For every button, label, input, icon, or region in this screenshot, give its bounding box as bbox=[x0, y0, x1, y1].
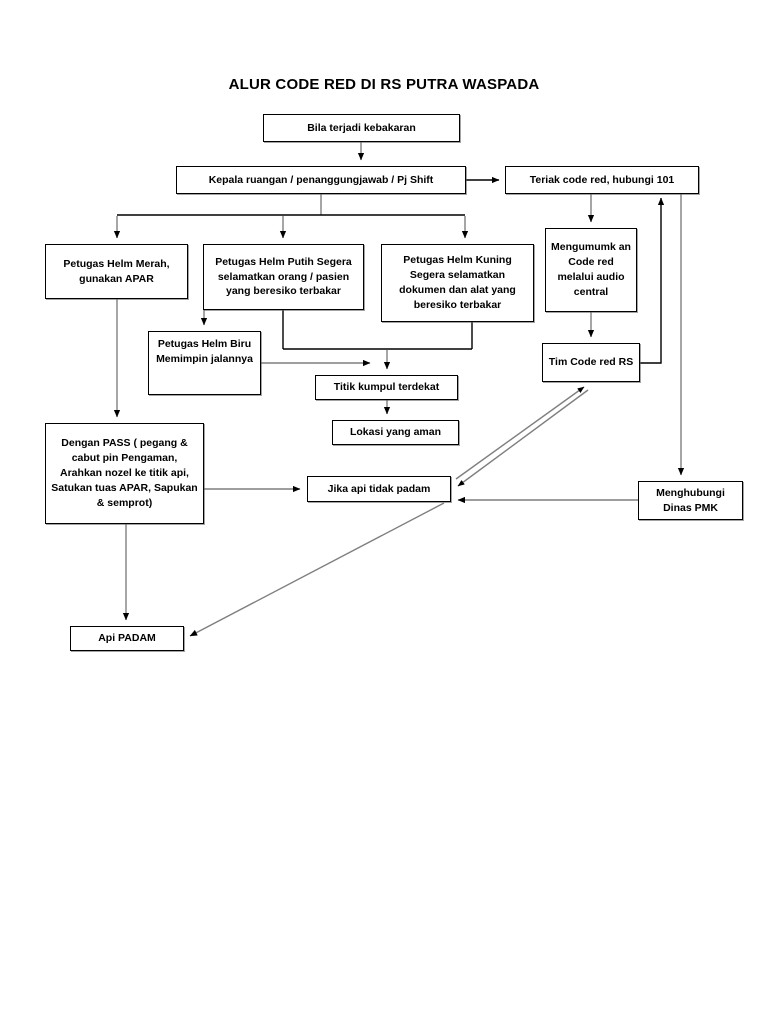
edge-tim-teriak-up bbox=[640, 197, 665, 364]
node-kepala-ruangan[interactable]: Kepala ruangan / penanggungjawab / Pj Sh… bbox=[176, 166, 466, 194]
node-start[interactable]: Bila terjadi kebakaran bbox=[263, 114, 460, 142]
node-dengan-pass[interactable]: Dengan PASS ( pegang & cabut pin Pengama… bbox=[45, 423, 204, 524]
node-helm-merah-label: Petugas Helm Merah, gunakan APAR bbox=[63, 257, 170, 285]
node-helm-merah[interactable]: Petugas Helm Merah, gunakan APAR bbox=[45, 244, 188, 299]
node-start-label: Bila terjadi kebakaran bbox=[307, 121, 416, 134]
node-teriak-code-red-label: Teriak code red, hubungi 101 bbox=[529, 173, 675, 186]
node-jika-api-tidak-padam-label: Jika api tidak padam bbox=[327, 482, 431, 495]
node-lokasi-aman-label: Lokasi yang aman bbox=[349, 426, 442, 439]
node-kepala-ruangan-label: Kepala ruangan / penanggungjawab / Pj Sh… bbox=[208, 173, 434, 186]
node-jika-api-tidak-padam[interactable]: Jika api tidak padam bbox=[307, 476, 451, 502]
node-api-padam[interactable]: Api PADAM bbox=[70, 626, 184, 651]
edge-jika-api-api-padam bbox=[189, 502, 445, 637]
node-helm-putih[interactable]: Petugas Helm Putih Segera selamatkan ora… bbox=[203, 244, 364, 310]
node-lokasi-aman[interactable]: Lokasi yang aman bbox=[332, 420, 459, 445]
page-title: ALUR CODE RED DI RS PUTRA WASPADA bbox=[228, 76, 540, 93]
node-teriak-code-red[interactable]: Teriak code red, hubungi 101 bbox=[505, 166, 699, 194]
edge-tim-jika-api bbox=[457, 389, 589, 487]
node-tim-code-red[interactable]: Tim Code red RS bbox=[542, 343, 640, 382]
edge-jika-api-tim bbox=[455, 386, 585, 480]
node-titik-kumpul[interactable]: Titik kumpul terdekat bbox=[315, 375, 458, 400]
node-api-padam-label: Api PADAM bbox=[98, 632, 156, 645]
node-helm-kuning[interactable]: Petugas Helm Kuning Segera selamatkan do… bbox=[381, 244, 534, 322]
node-helm-biru-label: Petugas Helm Biru Memimpin jalannya bbox=[156, 338, 253, 365]
node-helm-kuning-label: Petugas Helm Kuning Segera selamatkan do… bbox=[399, 254, 516, 311]
node-menghubungi-dinas-pmk-label: Menghubungi Dinas PMK bbox=[656, 486, 725, 514]
node-dengan-pass-label: Dengan PASS ( pegang & cabut pin Pengama… bbox=[51, 437, 198, 509]
node-helm-biru[interactable]: Petugas Helm Biru Memimpin jalannya bbox=[148, 331, 261, 395]
node-mengumumkan-code-red[interactable]: Mengumumk an Code red melalui audio cent… bbox=[545, 228, 637, 312]
node-mengumumkan-code-red-label: Mengumumk an Code red melalui audio cent… bbox=[551, 241, 631, 298]
node-tim-code-red-label: Tim Code red RS bbox=[548, 356, 634, 369]
node-titik-kumpul-label: Titik kumpul terdekat bbox=[333, 381, 440, 394]
node-menghubungi-dinas-pmk[interactable]: Menghubungi Dinas PMK bbox=[638, 481, 743, 520]
node-helm-putih-label: Petugas Helm Putih Segera selamatkan ora… bbox=[215, 255, 352, 298]
